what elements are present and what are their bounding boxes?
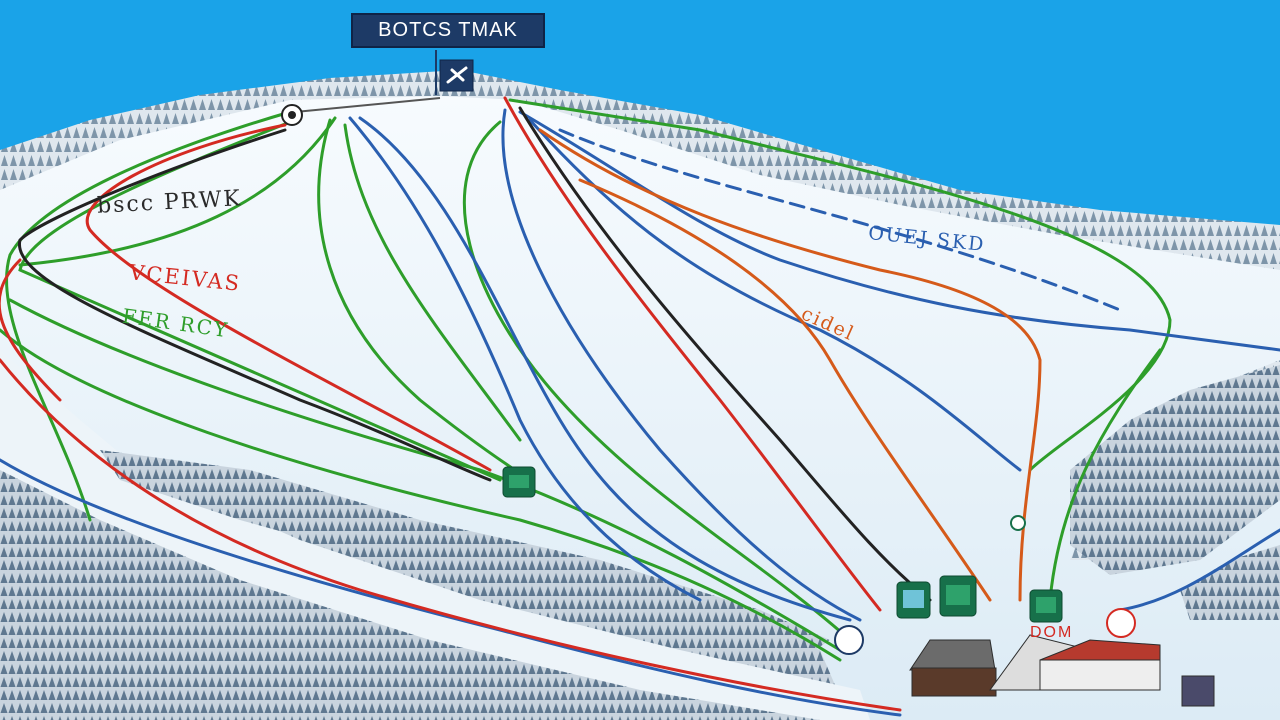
black-trail-2[interactable] xyxy=(518,106,932,602)
green-trail-4[interactable] xyxy=(317,118,517,472)
blue-trail-8[interactable] xyxy=(1118,528,1280,612)
green-trail-10[interactable] xyxy=(0,328,842,662)
trail-marker-icon[interactable] xyxy=(1010,515,1026,531)
green-trail-3[interactable] xyxy=(18,116,337,267)
blue-trail-6[interactable] xyxy=(558,128,1122,312)
orange-trail-2[interactable] xyxy=(578,178,992,602)
info-sign-icon[interactable] xyxy=(1106,608,1136,638)
lift-station-icon[interactable] xyxy=(896,581,931,619)
base-area-label: DOM xyxy=(1030,624,1074,641)
red-trail-2[interactable] xyxy=(503,96,882,612)
trail-network xyxy=(0,96,1280,717)
blue-trail-2[interactable] xyxy=(358,116,852,622)
summit-lift-line[interactable] xyxy=(294,97,441,113)
green-trail-8[interactable] xyxy=(1048,348,1162,602)
blue-trail-1[interactable] xyxy=(348,116,702,602)
black-trail-1[interactable] xyxy=(18,128,492,482)
blue-trail-3[interactable] xyxy=(501,108,862,622)
green-trail-7[interactable] xyxy=(508,98,1172,472)
orange-trail-1[interactable] xyxy=(538,128,1042,602)
base-marker-icon[interactable] xyxy=(834,625,864,655)
map-title: BOTCS TMAK xyxy=(351,13,545,48)
lift-station-icon[interactable] xyxy=(502,466,536,498)
green-trail-5[interactable] xyxy=(343,123,522,442)
blue-trail-4[interactable] xyxy=(518,110,1280,352)
forest-right xyxy=(1070,365,1280,575)
forest-right-lower xyxy=(1180,545,1280,620)
lift-station-icon[interactable] xyxy=(939,575,977,617)
forest-mid-band xyxy=(100,450,830,660)
red-trail-1[interactable] xyxy=(85,123,492,472)
lift-station-icon[interactable] xyxy=(1029,589,1063,623)
green-trail-6[interactable] xyxy=(462,120,852,642)
red-trail-4[interactable] xyxy=(0,258,62,402)
green-trail-9[interactable] xyxy=(8,298,842,652)
base-lodge[interactable] xyxy=(909,634,1215,707)
gondola-icon[interactable] xyxy=(435,50,474,95)
red-trail-3[interactable] xyxy=(0,358,902,712)
green-trail-1[interactable] xyxy=(4,110,292,522)
